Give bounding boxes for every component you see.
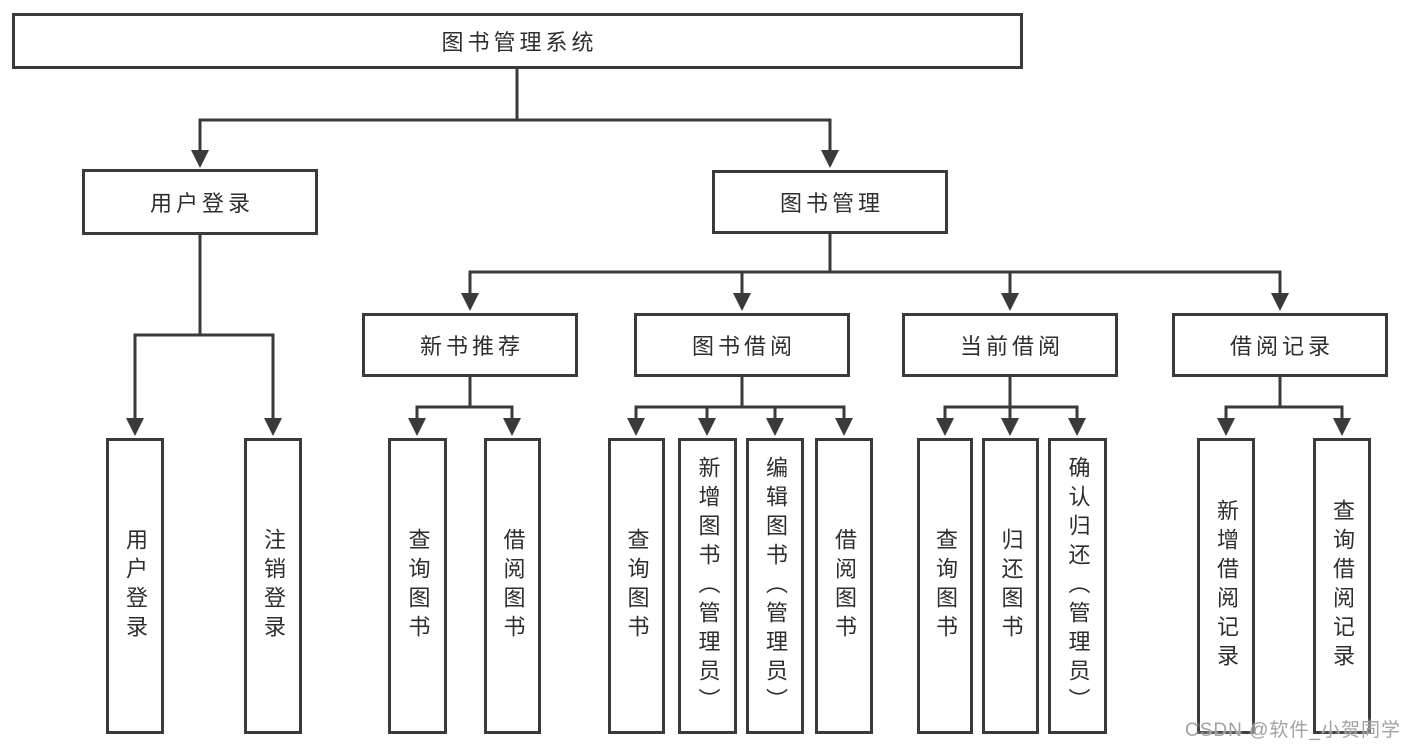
node-label: 用户登录 xyxy=(123,528,148,644)
leaf-query-books-current: 查询图书 xyxy=(917,438,973,734)
node-label: 图书管理 xyxy=(779,191,884,216)
node-label: 编辑图书（管理员） xyxy=(763,455,788,717)
node-current-borrowing: 当前借阅 xyxy=(902,313,1118,377)
leaf-query-borrow-record: 查询借阅记录 xyxy=(1313,438,1371,734)
node-label: 借阅记录 xyxy=(1229,334,1334,359)
node-label: 新增借阅记录 xyxy=(1214,499,1239,673)
csdn-watermark: CSDN @软件_小贺同学 xyxy=(1185,720,1401,741)
node-label: 查询借阅记录 xyxy=(1330,499,1355,673)
connector-lines xyxy=(133,69,1344,420)
node-label: 借阅图书 xyxy=(832,528,857,644)
node-label: 借阅图书 xyxy=(500,528,526,644)
leaf-confirm-return-admin: 确认归还（管理员） xyxy=(1048,438,1107,734)
node-new-book-recommend: 新书推荐 xyxy=(362,313,578,377)
node-user-login: 用户登录 xyxy=(82,169,318,235)
node-label: 新增图书（管理员） xyxy=(695,455,721,717)
leaf-borrow-books-recommend: 借阅图书 xyxy=(484,438,541,734)
leaf-logout: 注销登录 xyxy=(244,438,302,734)
connector-arrowheads xyxy=(126,150,1351,436)
leaf-borrow-books-borrowing: 借阅图书 xyxy=(815,438,873,734)
node-label: 查询图书 xyxy=(405,528,431,644)
node-borrowing-records: 借阅记录 xyxy=(1172,313,1388,377)
node-label: 确认归还（管理员） xyxy=(1065,455,1091,717)
node-label: 用户登录 xyxy=(149,191,254,216)
node-label: 图书借阅 xyxy=(691,334,796,359)
leaf-query-books-borrowing: 查询图书 xyxy=(608,438,665,734)
node-label: 新书推荐 xyxy=(419,334,524,359)
leaf-add-borrow-record: 新增借阅记录 xyxy=(1197,438,1255,734)
leaf-user-login: 用户登录 xyxy=(106,438,164,734)
leaf-query-books-recommend: 查询图书 xyxy=(388,438,447,734)
node-book-borrowing: 图书借阅 xyxy=(634,313,850,377)
leaf-add-books-admin: 新增图书（管理员） xyxy=(678,438,737,734)
node-label: 当前借阅 xyxy=(959,334,1064,359)
node-library-management-system: 图书管理系统 xyxy=(12,13,1023,69)
leaf-return-books: 归还图书 xyxy=(982,438,1039,734)
node-book-management: 图书管理 xyxy=(712,170,948,234)
leaf-edit-books-admin: 编辑图书（管理员） xyxy=(746,438,804,734)
node-label: 归还图书 xyxy=(998,528,1024,644)
node-label: 注销登录 xyxy=(261,528,286,644)
node-label: 查询图书 xyxy=(624,528,650,644)
node-label: 图书管理系统 xyxy=(441,30,598,55)
node-label: 查询图书 xyxy=(933,528,958,644)
